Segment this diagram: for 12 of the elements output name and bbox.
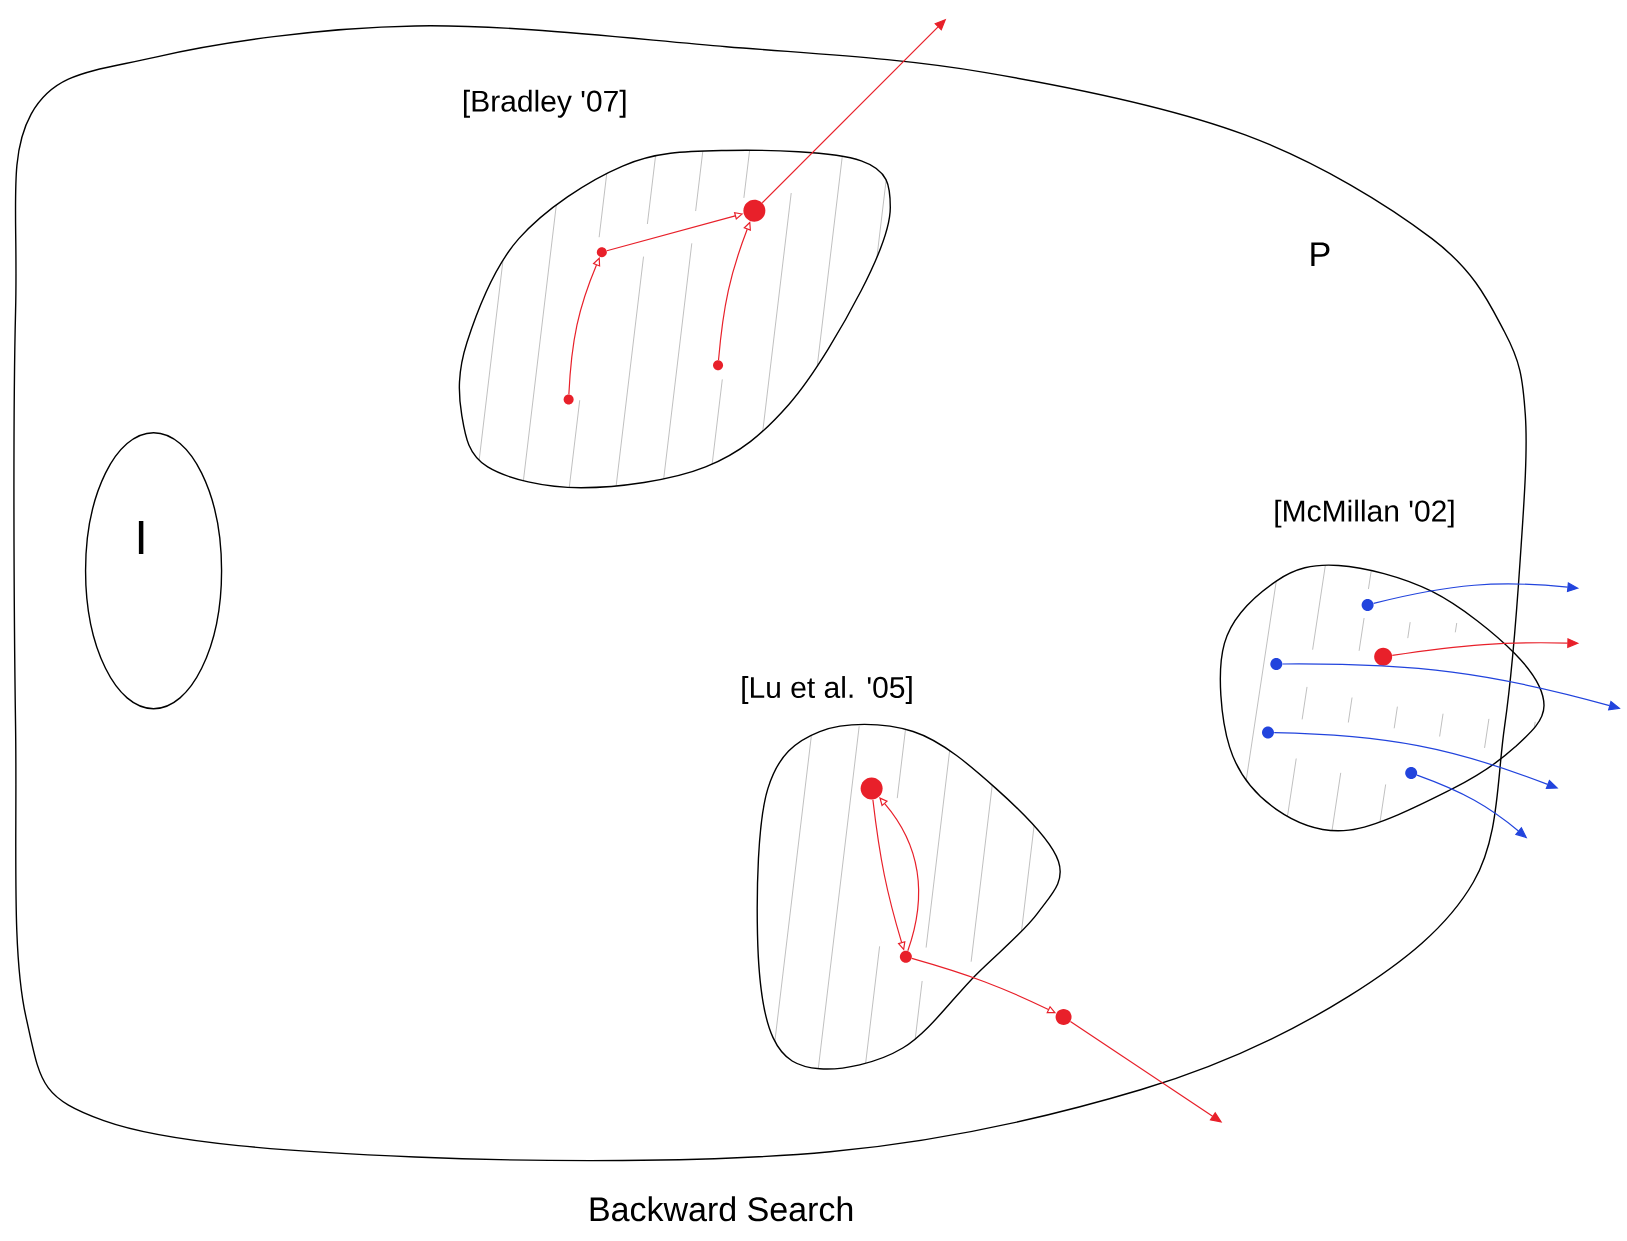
dot [1055, 1008, 1072, 1025]
caption: Backward Search [590, 1196, 853, 1222]
dot [743, 199, 766, 222]
arrow [568, 257, 601, 395]
dot [1374, 647, 1393, 666]
dot [860, 777, 883, 800]
arrow [879, 797, 920, 952]
citation-label: [McMillan '02] [1275, 499, 1454, 528]
arrow [717, 221, 751, 361]
citation-label: [Bradley '07] [464, 89, 626, 118]
citation-label: [Lu et al. '05] [742, 676, 912, 704]
hatched-region [1219, 564, 1545, 832]
